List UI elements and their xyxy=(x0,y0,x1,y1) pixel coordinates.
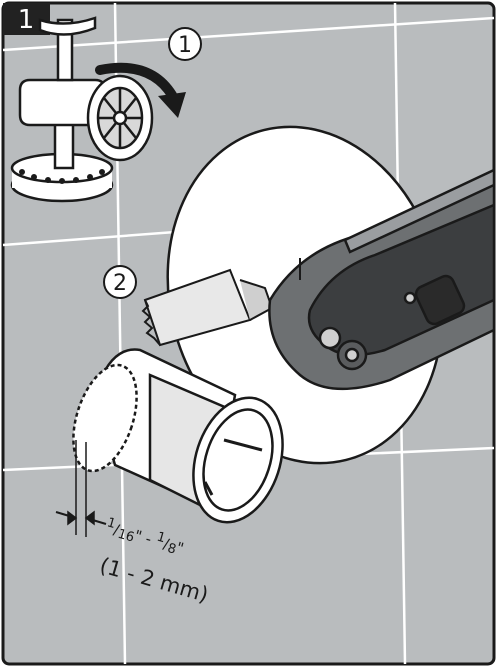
fraction-a-denominator: 16 xyxy=(116,527,136,546)
callout-1-label: 1 xyxy=(178,33,192,58)
fraction-a-numerator: 1 xyxy=(105,515,117,532)
fraction-b-denominator: 8 xyxy=(166,541,178,558)
oscillating-tool-icon xyxy=(268,168,496,391)
fraction-b-numerator: 1 xyxy=(155,530,167,547)
saw-blade xyxy=(141,268,274,347)
curved-arrow-icon xyxy=(95,62,186,118)
fraction-separator: - xyxy=(144,530,154,549)
callout-2-label: 2 xyxy=(113,271,127,296)
step-badge: 1 xyxy=(3,3,50,35)
callout-1: 1 xyxy=(168,27,202,61)
pipe-sleeve xyxy=(72,348,284,524)
callout-2: 2 xyxy=(103,265,137,299)
svg-text:1/16" - 1/8": 1/16" - 1/8" xyxy=(103,515,187,559)
shutoff-valve-icon xyxy=(10,16,154,203)
step-number: 1 xyxy=(18,5,35,35)
cut-depth-dimension xyxy=(55,440,107,537)
